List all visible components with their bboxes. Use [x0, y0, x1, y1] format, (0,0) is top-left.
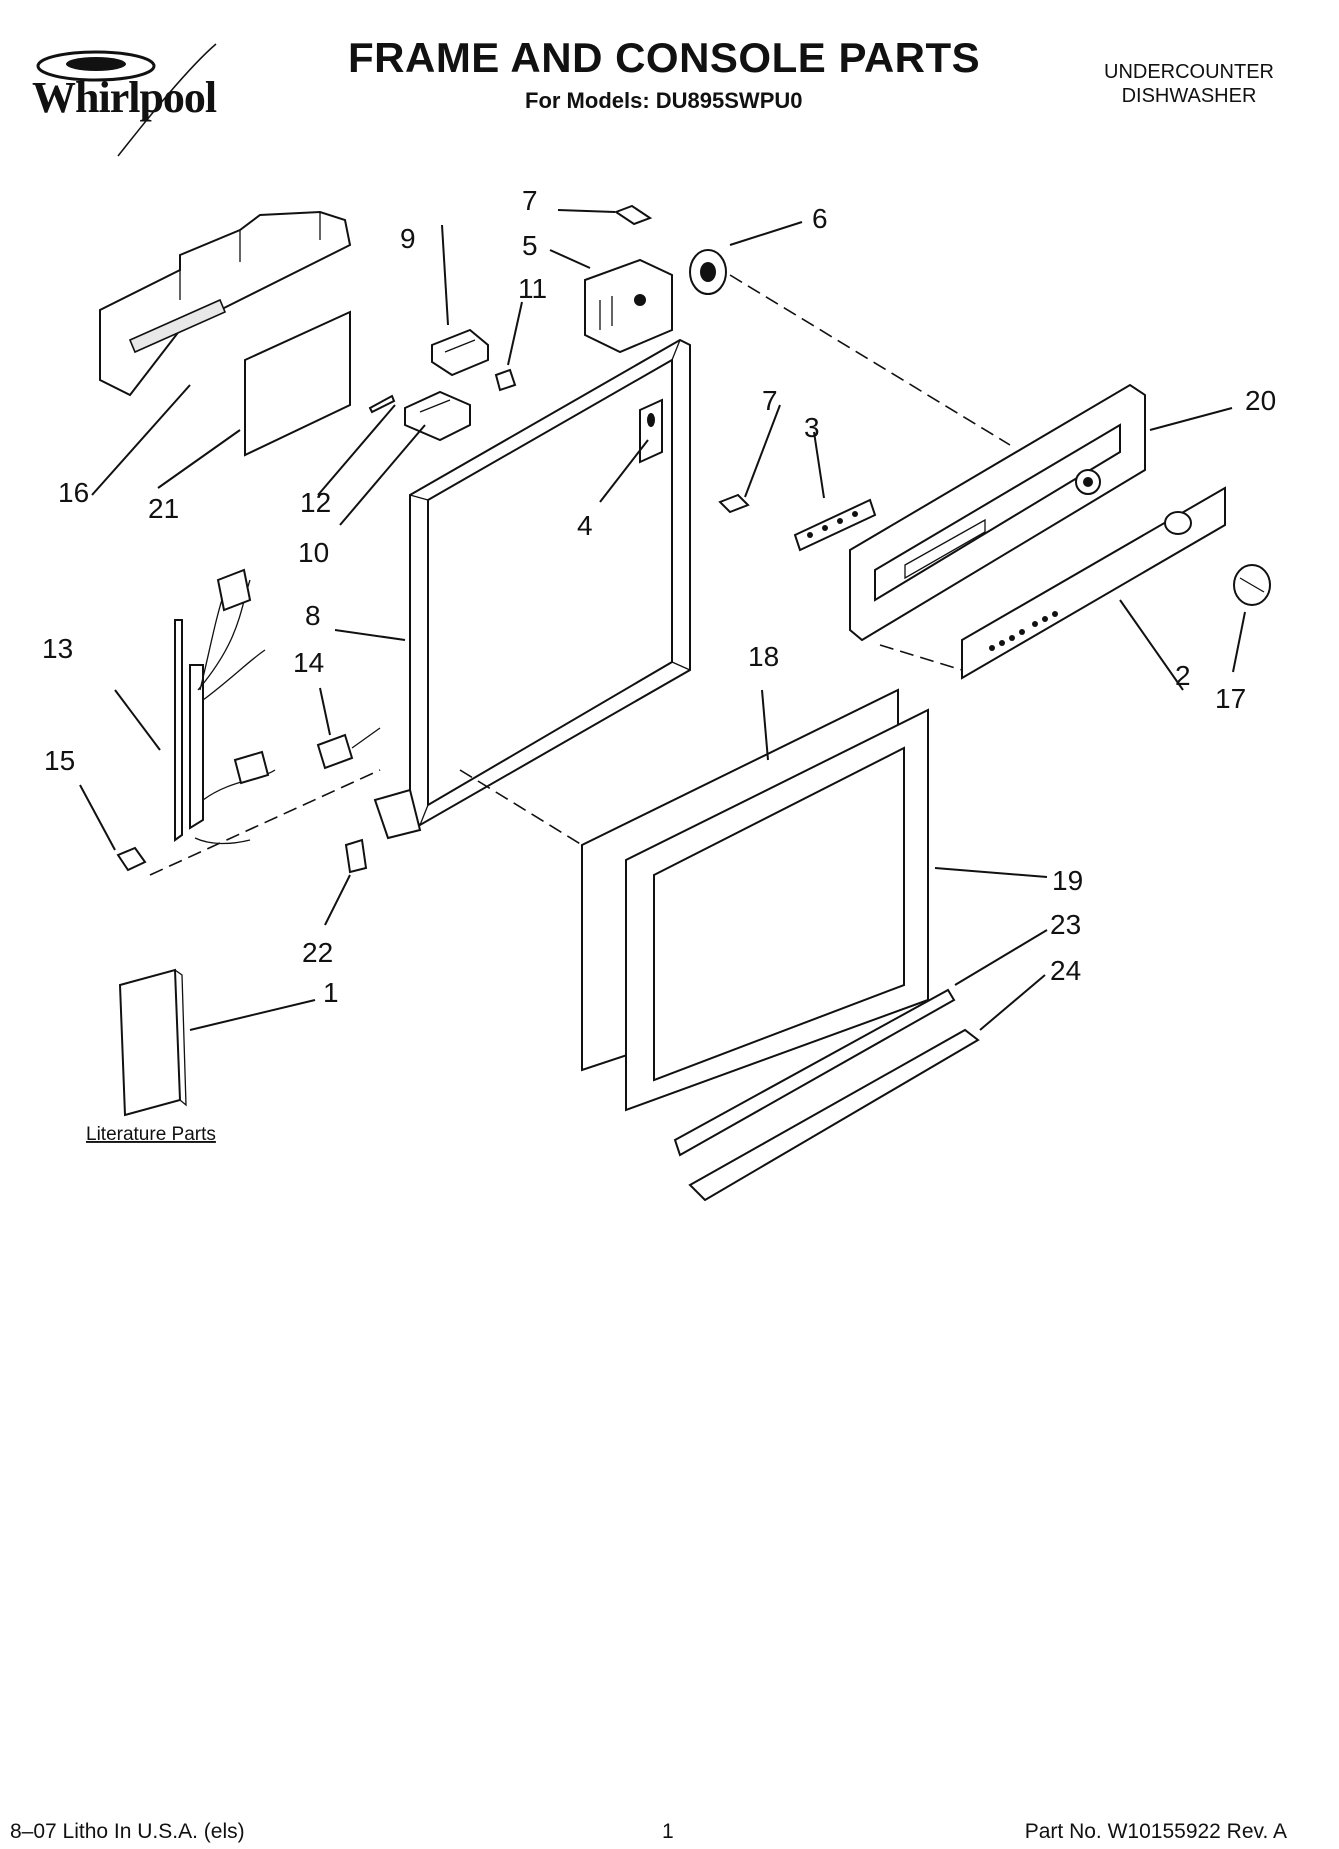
part-14-sensor	[316, 727, 381, 770]
callout-6: 6	[812, 203, 828, 234]
callout-22: 22	[302, 937, 333, 968]
alignment-line	[149, 769, 381, 876]
alignment-line	[729, 274, 1011, 446]
part-9-bracket	[431, 328, 489, 377]
part-16-housing	[99, 210, 352, 397]
swirl-logo-icon	[36, 43, 217, 157]
callout-5: 5	[522, 230, 538, 261]
product-type: UNDERCOUNTER DISHWASHER	[1104, 60, 1274, 108]
alignment-line	[459, 769, 583, 846]
callout-11: 11	[518, 273, 547, 304]
part-5-switch	[584, 258, 673, 354]
part-number: Part No. W10155922 Rev. A	[1024, 1820, 1287, 1843]
part-7-screw-top	[613, 204, 653, 226]
part-11-clip	[494, 368, 517, 392]
page-number: 1	[662, 1820, 674, 1843]
callout-7-side: 7	[762, 385, 778, 416]
part-1-booklet	[118, 968, 187, 1117]
callout-24: 24	[1050, 955, 1081, 986]
part-13-harness	[174, 568, 276, 845]
callout-23: 23	[1050, 909, 1081, 940]
alignment-line	[879, 644, 963, 671]
part-24-trim	[688, 1028, 980, 1202]
footer-litho: 8–07 Litho In U.S.A. (els)	[10, 1820, 245, 1843]
callout-2: 2	[1175, 660, 1191, 691]
callout-17: 17	[1215, 683, 1246, 714]
callout-18: 18	[748, 641, 779, 672]
callout-20: 20	[1245, 385, 1276, 416]
callout-3: 3	[804, 412, 820, 443]
part-10-bracket	[404, 390, 471, 442]
part-20-console	[849, 383, 1146, 642]
model-subtitle: For Models: DU895SWPU0	[525, 88, 803, 113]
part-21-insulation	[244, 310, 351, 457]
part-7-screw-side	[718, 493, 750, 514]
callout-14: 14	[293, 647, 324, 678]
callout-12: 12	[300, 487, 331, 518]
part-17-knob	[1233, 564, 1271, 606]
part-2-overlay	[961, 486, 1226, 680]
brand-name: Whirlpool	[32, 73, 217, 122]
part-22-clip	[344, 838, 368, 874]
literature-parts-label: Literature Parts	[86, 1124, 216, 1145]
part-6-knob	[689, 249, 727, 295]
callout-4: 4	[577, 510, 593, 541]
part-4-switch	[639, 398, 663, 464]
callout-21: 21	[148, 493, 179, 524]
part-12-strip	[368, 394, 396, 414]
callout-10: 10	[298, 537, 329, 568]
callout-19: 19	[1052, 865, 1083, 896]
leader-lines	[79, 209, 1246, 1031]
callout-7-top: 7	[522, 185, 538, 216]
product-line-1: UNDERCOUNTER	[1104, 61, 1274, 83]
whirlpool-logo: Whirlpool	[18, 38, 258, 158]
product-line-2: DISHWASHER	[1121, 85, 1257, 107]
callout-16: 16	[58, 477, 89, 508]
callout-13: 13	[42, 633, 73, 664]
callout-8: 8	[305, 600, 321, 631]
callout-9: 9	[400, 223, 416, 254]
callout-15: 15	[44, 745, 75, 776]
part-3-board	[793, 498, 877, 552]
page-title: FRAME AND CONSOLE PARTS	[348, 34, 981, 81]
callout-1: 1	[323, 977, 339, 1008]
part-23-trim	[673, 988, 956, 1157]
part-15-screw	[116, 846, 147, 872]
part-8-frame	[373, 338, 691, 840]
